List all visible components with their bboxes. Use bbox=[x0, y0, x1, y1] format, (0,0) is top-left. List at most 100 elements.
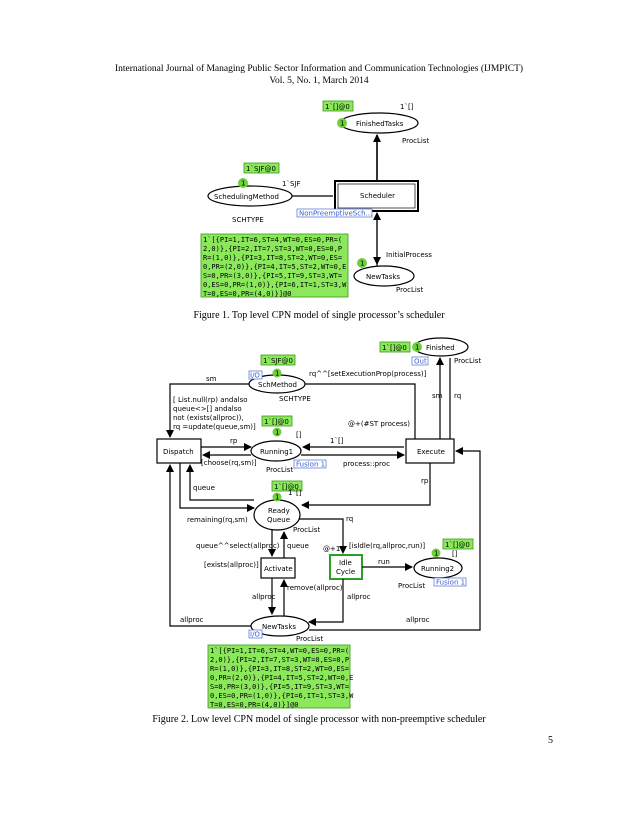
arc-exists-guard: [exists(allproc)] bbox=[204, 561, 259, 569]
place-schmethod-label: SchMethod bbox=[258, 381, 297, 389]
token-count: 1 bbox=[434, 550, 438, 558]
diagram-label: S=0,PR=(3,0)},{PI=5,IT=9,ST=3,WT= bbox=[203, 272, 342, 280]
transition-scheduler bbox=[334, 180, 419, 212]
diagram-label: 1`[{PI=1,IT=6,ST=4,WT=0,ES=0,PR=( bbox=[203, 236, 342, 244]
type-proclist: ProcList bbox=[402, 137, 429, 145]
diagram-label: 0,ES=0,PR=(1,0)},{PI=6,IT=1,ST=3,W bbox=[203, 281, 347, 289]
transition-cycle-label: Cycle bbox=[336, 568, 355, 576]
guard-line-3: not (exists(allproc)), bbox=[173, 414, 244, 422]
arc-queue-left: queue bbox=[193, 484, 215, 492]
diagram-label: S=0,PR=(3,0)},{PI=5,IT=9,ST=3,WT= bbox=[210, 683, 349, 691]
arc-queue-mid: queue bbox=[287, 542, 309, 550]
transition-activate-label: Activate bbox=[264, 565, 293, 573]
journal-title: International Journal of Managing Public… bbox=[114, 64, 524, 74]
diagram-shape bbox=[379, 341, 411, 353]
arc-empty-list: [] bbox=[296, 431, 302, 439]
place-newtasks-label: NewTasks bbox=[366, 273, 400, 281]
fusion-tag: Fusion 1 bbox=[296, 461, 325, 469]
guard-line-2: queue<>[] andalso bbox=[173, 405, 242, 413]
diagram-shape bbox=[238, 178, 248, 188]
diagram-label: 2,0)},{PI=2,IT=7,ST=3,WT=0,ES=0,P bbox=[203, 245, 342, 253]
diagram-shape bbox=[260, 354, 296, 366]
diagram-shape bbox=[431, 548, 441, 558]
token-count: 1 bbox=[241, 180, 245, 188]
arc-allproc-mid: allproc bbox=[252, 593, 276, 601]
diagram-shape bbox=[272, 427, 282, 437]
figure-2-caption: Figure 2. Low level CPN model of single … bbox=[152, 714, 486, 725]
diagram-label: 0,PR=(2,0)},{PI=4,IT=5,ST=2,WT=0,E bbox=[203, 263, 346, 271]
diagram-shape bbox=[442, 538, 474, 550]
diagram-label: 0,PR=(2,0)},{PI=4,IT=5,ST=2,WT=0,E bbox=[210, 674, 353, 682]
diagram-shape bbox=[411, 356, 429, 366]
transition-dispatch bbox=[156, 438, 202, 464]
diagram-shape bbox=[337, 183, 416, 209]
newtasks-marking-box bbox=[200, 233, 349, 298]
diagram-shape: 1`[{PI=1,IT=6,ST=4,WT=0,ES=0,PR=( 2,0)},… bbox=[203, 236, 347, 298]
token-circle bbox=[337, 118, 347, 128]
arc-remaining: remaining(rq,sm) bbox=[187, 516, 248, 524]
marking-finished-2: 1`[]@0 bbox=[382, 344, 407, 352]
fusion-tag-2: Fusion 1 bbox=[436, 579, 465, 587]
arc-init-ready: 1`[] bbox=[288, 489, 302, 497]
token-count: 1 bbox=[360, 260, 364, 268]
token-count: 1 bbox=[340, 120, 344, 128]
initial-marking-scheduling: 1`SJF bbox=[282, 180, 301, 188]
arc-allproc-right: allproc bbox=[406, 616, 430, 624]
diagram-shape bbox=[272, 368, 282, 378]
place-schedulingmethod-label: SchedulingMethod bbox=[214, 193, 279, 201]
port-out: Out bbox=[414, 358, 427, 366]
diagram-label: 0,ES=0,PR=(1,0)},{PI=6,IT=1,ST=3,W bbox=[210, 692, 354, 700]
arc bbox=[309, 447, 481, 631]
transition-scheduler-label: Scheduler bbox=[360, 192, 395, 200]
guard-line-4: rq =update(queue,sm)] bbox=[173, 423, 256, 431]
diagram-label: 1`[{PI=1,IT=6,ST=4,WT=0,ES=0,PR=( bbox=[210, 647, 349, 655]
token-count: 1 bbox=[415, 344, 419, 352]
place-running1 bbox=[250, 440, 302, 462]
arc-rp-execute: rp bbox=[421, 477, 429, 485]
place-ready-label: Ready bbox=[268, 507, 290, 515]
arc bbox=[308, 579, 344, 626]
place-running2-label: Running2 bbox=[421, 565, 454, 573]
arc bbox=[166, 383, 249, 438]
arc-rq-idle: rq bbox=[346, 515, 353, 523]
page-number: 5 bbox=[548, 735, 553, 746]
diagram-label: R=(1,0)},{PI=3,IT=8,ST=2,WT=0,ES= bbox=[210, 665, 349, 673]
transition-idle-cycle bbox=[329, 554, 363, 580]
diagram-shape: 1`[{PI=1,IT=6,ST=4,WT=0,ES=0,PR=( 2,0)},… bbox=[210, 647, 354, 709]
type-proclist-finished: ProcList bbox=[454, 357, 481, 365]
arc-queue-select: queue^^select(allproc) bbox=[196, 542, 280, 550]
marking-schmethod: 1`SJF@0 bbox=[263, 357, 293, 365]
diagram-shape bbox=[433, 577, 467, 587]
arc-choose: [choose(rq,sm)] bbox=[201, 459, 257, 467]
type-proclist-newtasks: ProcList bbox=[296, 635, 323, 643]
arc-sm-left: sm bbox=[206, 375, 217, 383]
marking-scheduling: 1`SJF@0 bbox=[246, 165, 276, 173]
arc-set-exec: rq^^[setExecutionProp(process)] bbox=[309, 370, 427, 378]
diagram-shape bbox=[248, 370, 263, 380]
arc-rq-finished: rq bbox=[454, 392, 461, 400]
subpage-tag-label: NonPreemptiveSch... bbox=[299, 210, 372, 218]
arc-isidle: [isIdle(rq,allproc,run)] bbox=[349, 542, 425, 550]
arc-allproc-idle: allproc bbox=[347, 593, 371, 601]
diagram-shape bbox=[243, 162, 280, 174]
transition-activate bbox=[260, 557, 296, 579]
token-count: 1 bbox=[275, 429, 279, 437]
arc-remove: remove(allproc) bbox=[287, 584, 343, 592]
diagram-shape bbox=[412, 342, 422, 352]
transition-idle-label: Idle bbox=[339, 559, 352, 567]
diagram-shape bbox=[271, 480, 303, 492]
place-running1-label: Running1 bbox=[260, 448, 293, 456]
initial-marking-finished: 1`[] bbox=[400, 103, 414, 111]
journal-volume: Vol. 5, No. 1, March 2014 bbox=[269, 76, 369, 86]
guard-line-1: [ List.null(rp) andalso bbox=[173, 396, 248, 404]
diagram-shape bbox=[293, 459, 327, 469]
port-io: I/O bbox=[250, 372, 260, 380]
type-proclist-2: ProcList bbox=[396, 286, 423, 294]
diagram-label: R=(1,0)},{PI=3,IT=8,ST=2,WT=0,ES= bbox=[203, 254, 342, 262]
diagram-shape bbox=[272, 492, 282, 502]
type-proclist-running1: ProcList bbox=[266, 466, 293, 474]
marking-ready: 1`[]@0 bbox=[274, 483, 299, 491]
port-io-2: I/O bbox=[250, 631, 260, 639]
arc-sm-right: sm bbox=[432, 392, 443, 400]
